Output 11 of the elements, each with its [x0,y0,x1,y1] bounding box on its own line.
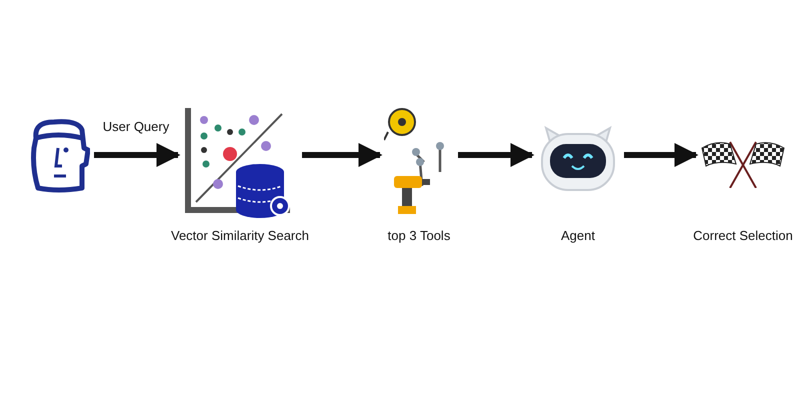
arrow [624,143,698,167]
node-label: Agent [561,228,595,243]
edge-label: User Query [102,119,170,134]
arrow [94,143,180,167]
node-label: top 3 Tools [388,228,450,243]
face-drawing [28,118,90,194]
node-label: Correct Selection [693,228,793,243]
checkered-flags-icon [700,140,786,188]
node-label: Vector Similarity Search [171,228,309,243]
arrow [458,143,534,167]
arrow [302,143,382,167]
